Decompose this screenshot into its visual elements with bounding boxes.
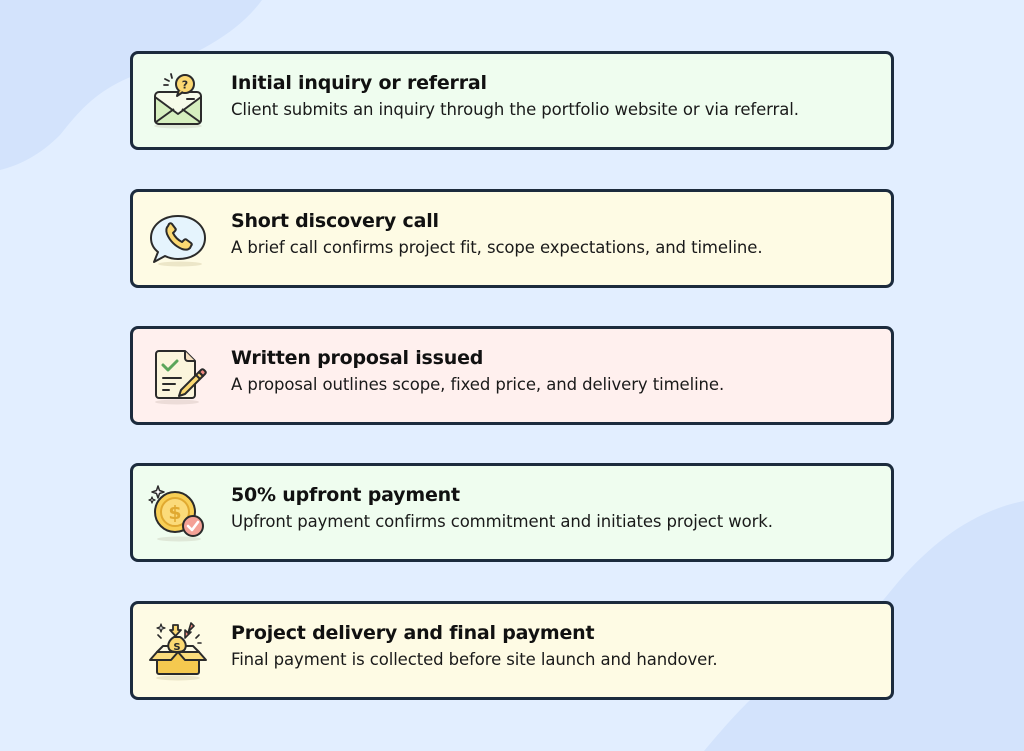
step-description: A brief call confirms project fit, scope… xyxy=(231,238,763,257)
money-box-delivery-icon: S xyxy=(149,621,207,680)
step-title: Project delivery and final payment xyxy=(231,622,595,644)
step-title: Written proposal issued xyxy=(231,347,484,369)
step-description: Client submits an inquiry through the po… xyxy=(231,100,799,119)
background-blob-top-left xyxy=(0,0,262,170)
svg-text:$: $ xyxy=(168,502,181,524)
document-pencil-check-icon xyxy=(155,349,207,404)
step-title: Short discovery call xyxy=(231,210,439,232)
step-card-discovery-call: Short discovery call A brief call confir… xyxy=(130,189,894,288)
svg-text:?: ? xyxy=(182,78,188,91)
step-card-written-proposal: Written proposal issued A proposal outli… xyxy=(130,326,894,425)
step-card-delivery-final-payment: S Project delivery and final payment Fin… xyxy=(130,601,894,700)
coin-check-icon: $ xyxy=(148,484,204,541)
step-description: A proposal outlines scope, fixed price, … xyxy=(231,375,725,394)
step-title: 50% upfront payment xyxy=(231,484,460,506)
svg-text:S: S xyxy=(173,642,180,653)
step-description: Upfront payment confirms commitment and … xyxy=(231,512,773,531)
step-card-initial-inquiry: ? Initial inquiry or referral Client sub… xyxy=(130,51,894,150)
envelope-question-icon: ? xyxy=(154,72,202,128)
step-description: Final payment is collected before site l… xyxy=(231,650,718,669)
phone-chat-bubble-icon xyxy=(150,214,206,266)
step-title: Initial inquiry or referral xyxy=(231,72,487,94)
step-card-upfront-payment: $ 50% upfront payment Upfront payment co… xyxy=(130,463,894,562)
